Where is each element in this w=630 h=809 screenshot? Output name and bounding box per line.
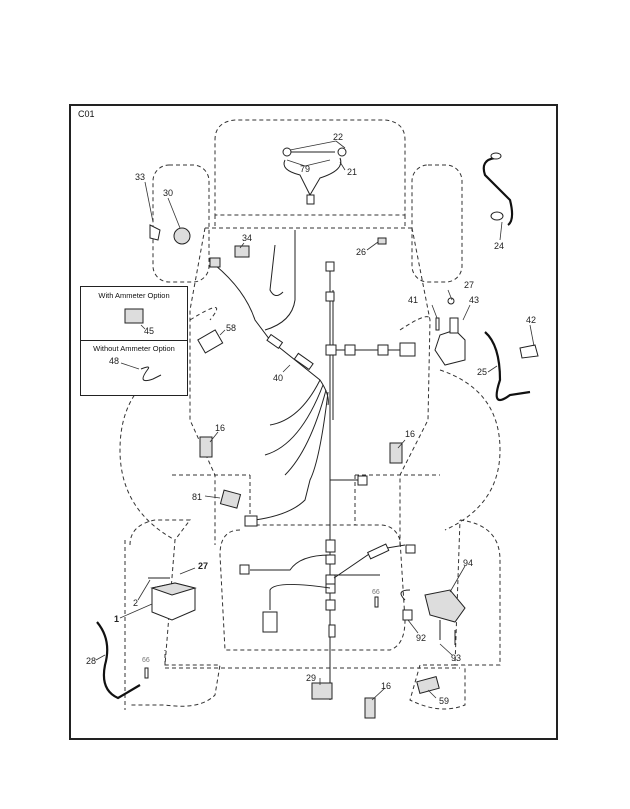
callout-28: 28 (86, 656, 96, 666)
callout-93: 93 (451, 653, 461, 663)
callout-27: 27 (464, 280, 474, 290)
sheet-code: C01 (78, 109, 95, 119)
callout-45: 45 (144, 326, 154, 336)
callout-58: 58 (226, 323, 236, 333)
callout-81: 81 (192, 492, 202, 502)
callout-21: 21 (347, 167, 357, 177)
callout-26: 26 (356, 247, 366, 257)
callout-66: 66 (142, 657, 150, 664)
callout-30: 30 (163, 188, 173, 198)
ammeter-icon (124, 308, 144, 324)
callout-34: 34 (242, 233, 252, 243)
option-divider (81, 340, 187, 341)
callout-labels: 22 79 21 33 30 34 26 24 27 41 43 42 25 5… (86, 132, 536, 706)
parts (96, 147, 539, 719)
callout-33: 33 (135, 172, 145, 182)
callout-40: 40 (273, 373, 283, 383)
callout-24: 24 (494, 241, 504, 251)
jumper-wire-icon (140, 366, 162, 382)
with-ammeter-title: With Ammeter Option (98, 291, 170, 300)
callout-29: 29 (306, 673, 316, 683)
option-parts: 45 48 (109, 308, 162, 382)
callout-41: 41 (408, 295, 418, 305)
callout-22: 22 (333, 132, 343, 142)
callout-1: 1 (114, 614, 119, 624)
callout-92: 92 (416, 633, 426, 643)
callout-27: 27 (198, 561, 208, 571)
callout-59: 59 (439, 696, 449, 706)
callout-79: 79 (300, 164, 310, 174)
callout-2: 2 (133, 598, 138, 608)
callout-43: 43 (469, 295, 479, 305)
leader-lines (95, 140, 535, 701)
diagram-frame (69, 104, 558, 740)
without-ammeter-title: Without Ammeter Option (93, 344, 175, 353)
callout-16: 16 (405, 429, 415, 439)
callout-48: 48 (109, 356, 119, 366)
callout-42: 42 (526, 315, 536, 325)
callout-94: 94 (463, 558, 473, 568)
tractor-outline (119, 119, 501, 710)
callout-16: 16 (381, 681, 391, 691)
callout-16: 16 (215, 423, 225, 433)
callout-66: 66 (372, 589, 380, 596)
callout-25: 25 (477, 367, 487, 377)
ammeter-option-box: With Ammeter Option 45 48 Without Ammete… (80, 286, 188, 396)
main-harness (209, 230, 416, 700)
